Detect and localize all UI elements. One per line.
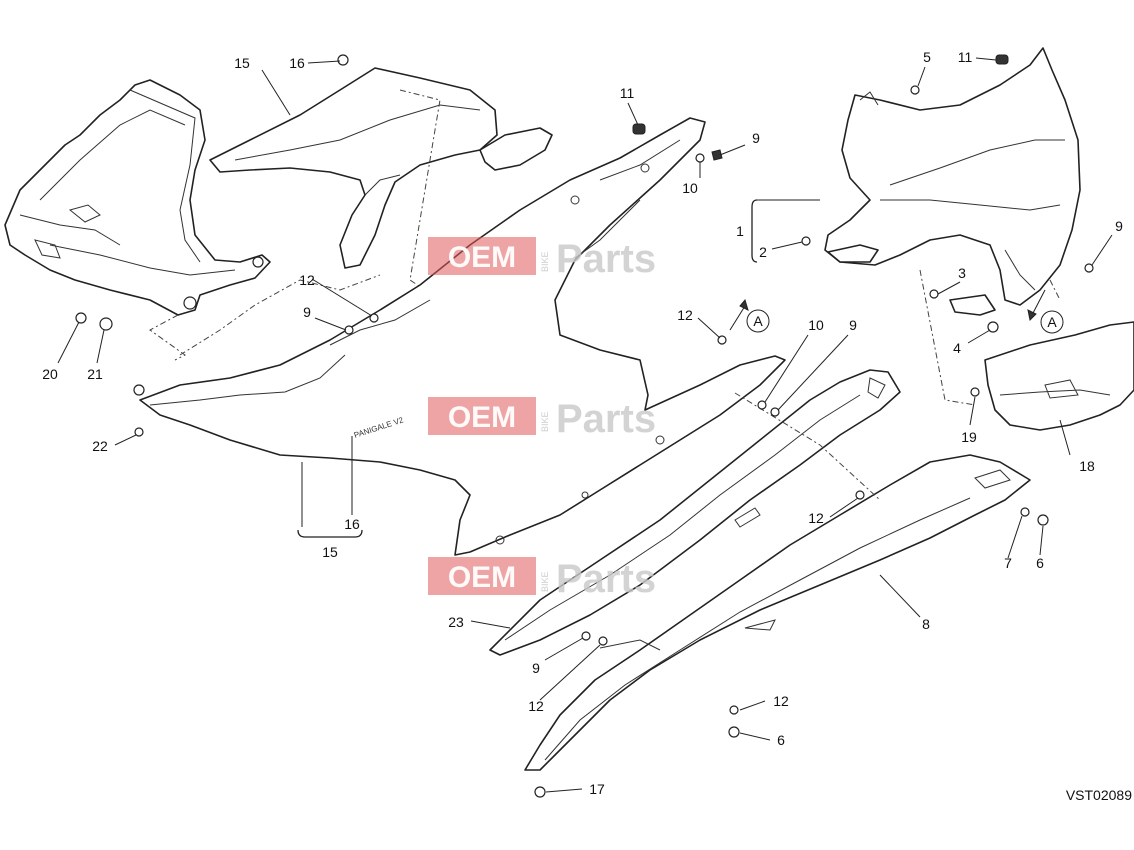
callout-7: 7 <box>1004 555 1012 571</box>
callout-5: 5 <box>923 49 931 65</box>
callout-9b: 9 <box>1115 218 1123 234</box>
part-15-upper-panel <box>209 67 553 301</box>
callout-2: 2 <box>759 244 767 260</box>
part-13-side-fairing: PANIGALE V2 <box>139 117 786 556</box>
callout-12b: 12 <box>677 307 693 323</box>
callout-23: 23 <box>448 614 464 630</box>
svg-text:OEM: OEM <box>448 561 516 594</box>
hardware-fasteners <box>75 54 1094 798</box>
callout-10a: 10 <box>682 180 698 196</box>
brace-13 <box>297 529 363 538</box>
callout-12d: 12 <box>528 698 544 714</box>
callout-9d: 9 <box>849 317 857 333</box>
svg-text:Parts: Parts <box>556 397 656 441</box>
callout-1: 1 <box>736 223 744 239</box>
callout-12c: 12 <box>808 510 824 526</box>
svg-text:Parts: Parts <box>556 237 656 281</box>
part-18-side-piece <box>984 321 1134 431</box>
callout-17: 17 <box>589 781 605 797</box>
callout-13: 15 <box>322 544 338 560</box>
part-bracket-frame <box>4 79 271 316</box>
callout-14: 16 <box>344 516 360 532</box>
callout-6a: 6 <box>1036 555 1044 571</box>
callout-21: 21 <box>87 366 103 382</box>
callout-16: 16 <box>289 55 305 71</box>
svg-text:BIKE: BIKE <box>540 411 550 432</box>
callout-10b: 10 <box>808 317 824 333</box>
watermark-oem-bike-parts-3: OEM BIKE Parts <box>428 557 656 601</box>
callout-8: 8 <box>922 616 930 632</box>
callout-20: 20 <box>42 366 58 382</box>
callout-leader-lines <box>57 57 1113 793</box>
callout-6b: 6 <box>777 732 785 748</box>
svg-text:OEM: OEM <box>448 241 516 274</box>
part-1-front-fairing <box>824 47 1081 306</box>
svg-text:BIKE: BIKE <box>540 251 550 272</box>
callout-4: 4 <box>953 340 961 356</box>
svg-text:A: A <box>753 313 763 329</box>
part-23-lower-strip <box>489 369 901 656</box>
assembly-guide-lines <box>149 269 1061 501</box>
callout-labels: 15 16 11 9 10 5 11 1 2 3 4 9 12 9 20 21 … <box>42 49 1123 797</box>
callout-3: 3 <box>958 265 966 281</box>
callout-11a: 11 <box>620 85 635 101</box>
callout-9a: 9 <box>752 130 760 146</box>
svg-text:OEM: OEM <box>448 401 516 434</box>
diagram-code: VST02089 <box>1065 787 1132 803</box>
callout-9e: 9 <box>532 660 540 676</box>
svg-text:A: A <box>1047 314 1057 330</box>
callout-19: 19 <box>961 429 977 445</box>
callout-22: 22 <box>92 438 108 454</box>
watermark-oem-bike-parts-1: OEM BIKE Parts <box>428 237 656 281</box>
svg-text:BIKE: BIKE <box>540 571 550 592</box>
callout-12a: 12 <box>299 272 315 288</box>
part-8-lower-fairing <box>524 454 1031 771</box>
callout-12e: 12 <box>773 693 789 709</box>
brace-1 <box>751 199 758 263</box>
watermark-oem-bike-parts-2: OEM BIKE Parts <box>428 397 656 441</box>
callout-11b: 11 <box>958 49 973 65</box>
reference-marker-a-lower: A <box>1027 289 1064 334</box>
reference-marker-a-upper: A <box>729 298 770 333</box>
svg-text:Parts: Parts <box>556 557 656 601</box>
callout-15: 15 <box>234 55 250 71</box>
callout-9c: 9 <box>303 304 311 320</box>
part-3-bracket <box>949 294 996 316</box>
callout-18: 18 <box>1079 458 1095 474</box>
